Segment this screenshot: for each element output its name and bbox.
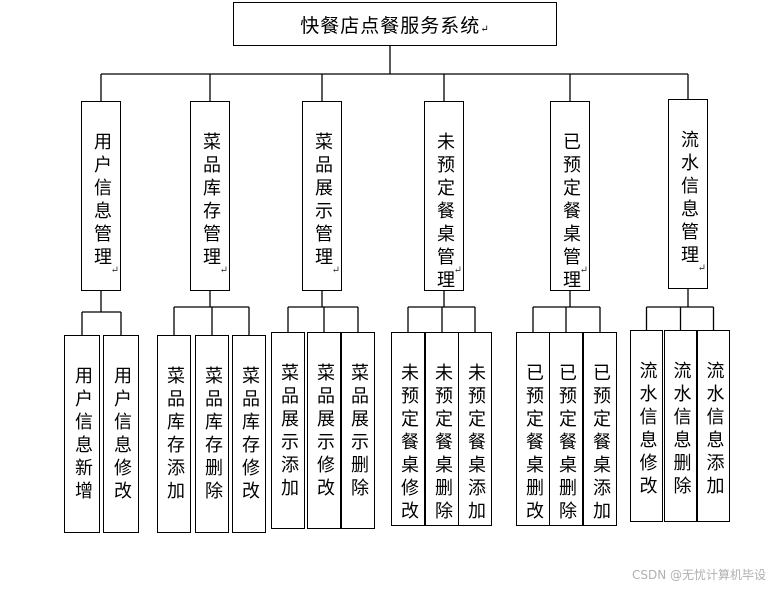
child-node-6-3: 流水信息添加 [697, 330, 730, 522]
module-node-3-label: 菜品展示管理 [312, 132, 333, 270]
child-node-3-3: 菜品展示删除 [341, 332, 375, 529]
child-node-1-1-label: 用户信息新增 [72, 366, 93, 504]
child-node-2-1-label: 菜品库存添加 [164, 366, 185, 504]
child-node-4-3: 未预定餐桌添加 [458, 332, 492, 526]
return-mark-icon: ↵ [453, 265, 462, 276]
module-node-4-label: 未预定餐桌管理 [434, 132, 455, 293]
return-mark-icon: ↵ [110, 265, 119, 276]
return-mark-icon: ↵ [697, 263, 706, 274]
child-node-5-3: 已预定餐桌添加 [583, 332, 617, 526]
module-node-3: 菜品展示管理↵ [302, 101, 342, 291]
module-node-1: 用户信息管理↵ [81, 101, 121, 291]
module-node-5: 已预定餐桌管理↵ [550, 101, 590, 293]
child-node-4-3-label: 未预定餐桌添加 [465, 363, 486, 524]
root-node: 快餐店点餐服务系统↵ [233, 2, 557, 46]
child-node-1-2-label: 用户信息修改 [111, 366, 132, 504]
root-title: 快餐店点餐服务系统↵ [300, 15, 490, 37]
return-mark-icon: ↵ [579, 265, 588, 276]
child-node-2-1: 菜品库存添加 [157, 335, 191, 533]
child-node-3-2-label: 菜品展示修改 [314, 363, 335, 501]
module-node-2-label: 菜品库存管理 [200, 132, 221, 270]
child-node-4-1: 未预定餐桌修改 [391, 332, 425, 526]
child-node-6-1: 流水信息修改 [630, 330, 663, 522]
child-node-6-1-label: 流水信息修改 [636, 361, 658, 499]
child-node-6-3-label: 流水信息添加 [703, 361, 725, 499]
return-mark-icon: ↵ [480, 24, 490, 35]
child-node-3-1: 菜品展示添加 [271, 332, 305, 529]
child-node-4-2: 未预定餐桌删除 [425, 332, 459, 526]
child-node-5-1: 已预定餐桌删改 [516, 332, 550, 526]
child-node-2-3-label: 菜品库存修改 [239, 366, 260, 504]
child-node-2-2-label: 菜品库存删除 [202, 366, 223, 504]
child-node-4-1-label: 未预定餐桌修改 [398, 363, 419, 524]
child-node-3-3-label: 菜品展示删除 [348, 363, 369, 501]
child-node-4-2-label: 未预定餐桌删除 [432, 363, 453, 524]
module-node-6-label: 流水信息管理 [678, 130, 699, 268]
child-node-5-2: 已预定餐桌删除 [549, 332, 583, 526]
watermark: CSDN @无忧计算机毕设 [631, 568, 766, 582]
module-node-2: 菜品库存管理↵ [190, 101, 230, 291]
module-node-5-label: 已预定餐桌管理 [560, 132, 581, 293]
child-node-5-3-label: 已预定餐桌添加 [590, 363, 611, 524]
child-node-1-1: 用户信息新增 [64, 335, 100, 533]
child-node-5-2-label: 已预定餐桌删除 [556, 363, 577, 524]
module-node-4: 未预定餐桌管理↵ [424, 101, 464, 293]
child-node-3-2: 菜品展示修改 [307, 332, 341, 529]
child-node-1-2: 用户信息修改 [103, 335, 139, 533]
return-mark-icon: ↵ [219, 265, 228, 276]
child-node-2-2: 菜品库存删除 [195, 335, 229, 533]
child-node-6-2: 流水信息删除 [664, 330, 697, 522]
child-node-5-1-label: 已预定餐桌删改 [523, 363, 544, 524]
module-node-1-label: 用户信息管理 [91, 132, 112, 270]
child-node-2-3: 菜品库存修改 [232, 335, 266, 533]
module-node-6: 流水信息管理↵ [668, 99, 708, 289]
child-node-6-2-label: 流水信息删除 [670, 361, 692, 499]
child-node-3-1-label: 菜品展示添加 [278, 363, 299, 501]
return-mark-icon: ↵ [331, 265, 340, 276]
